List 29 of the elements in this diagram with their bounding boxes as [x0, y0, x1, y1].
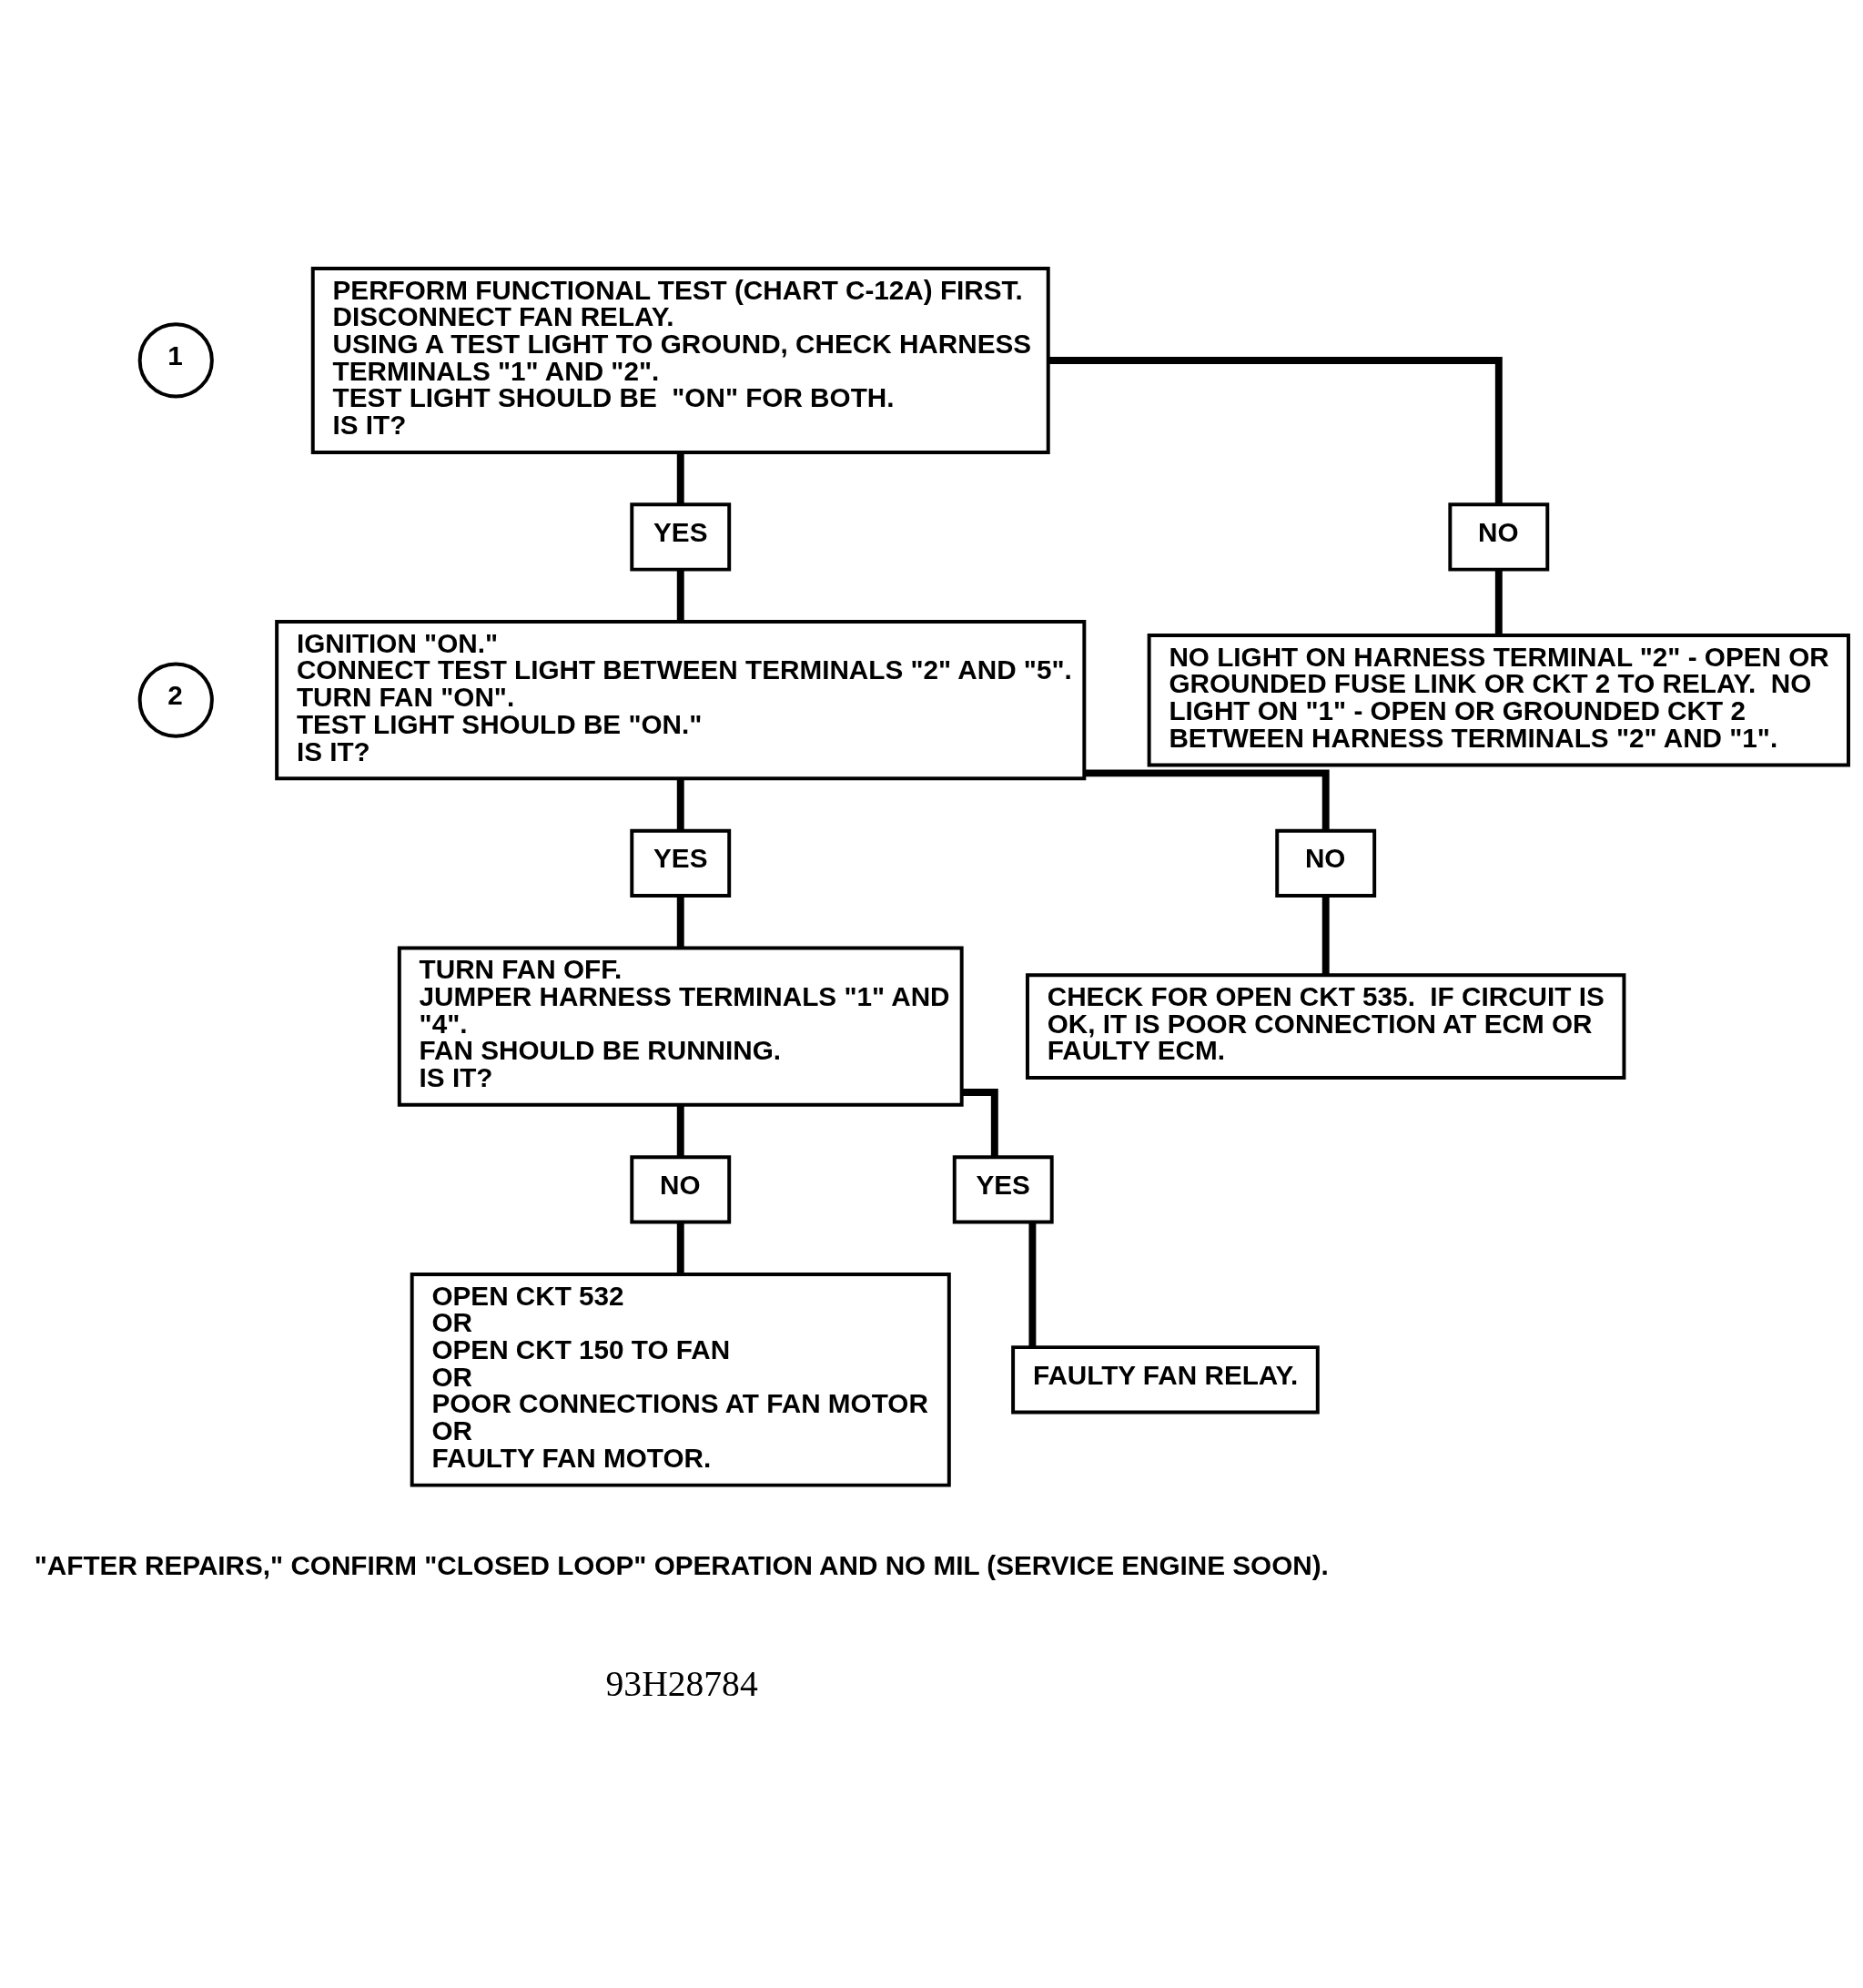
node-box: CHECK FOR OPEN CKT 535. IF CIRCUIT IS OK, IT IS POOR CONNECTION AT ECM OR FAULTY ECM. [1025, 973, 1626, 1080]
node-box: NO [1275, 828, 1377, 898]
node-box: PERFORM FUNCTIONAL TEST (CHART C-12A) FIRST. DISCONNECT FAN RELAY. USING A TEST LIGHT TO GROUND, CHECK HARNESS TERMINALS "1" AND "2". TEST LIGHT SHOULD BE "ON" FOR BOTH. IS IT? [310, 266, 1050, 454]
node-circle: 2 [137, 662, 214, 738]
node-box: YES [630, 502, 732, 572]
label: "AFTER REPAIRS," CONFIRM "CLOSED LOOP" OPERATION AND NO MIL (SERVICE ENGINE SOON). [34, 1549, 1329, 1580]
connector [1321, 896, 1330, 975]
connector [1048, 356, 1503, 504]
connector [676, 778, 684, 831]
node-box: NO [1448, 502, 1550, 572]
node-box: NO LIGHT ON HARNESS TERMINAL "2" - OPEN OR GROUNDED FUSE LINK OR CKT 2 TO RELAY. NO LIGHT ON "1" - OPEN OR GROUNDED CKT 2 BETWEEN HARNESS TERMINALS "2" AND "1". [1147, 633, 1850, 767]
label: 93H28784 [605, 1664, 758, 1705]
connector [962, 1088, 998, 1157]
node-box: OPEN CKT 532 OR OPEN CKT 150 TO FAN OR POOR CONNECTIONS AT FAN MOTOR OR FAULTY FAN MOTOR. [410, 1272, 951, 1487]
connector [676, 570, 684, 622]
connector [676, 1222, 684, 1274]
connector [1084, 769, 1330, 831]
node-box: YES [630, 828, 732, 898]
node-box: FAULTY FAN RELAY. [1011, 1345, 1320, 1415]
node-circle: 1 [137, 322, 214, 399]
node-box: YES [952, 1155, 1054, 1224]
connector [1028, 1222, 1037, 1347]
connector [1494, 570, 1503, 635]
node-box: IGNITION "ON." CONNECT TEST LIGHT BETWEEN TERMINALS "2" AND "5". TURN FAN "ON". TEST LIGHT SHOULD BE "ON." IS IT? [275, 620, 1087, 781]
connector [676, 451, 684, 504]
node-box: TURN FAN OFF. JUMPER HARNESS TERMINALS "1" AND "4". FAN SHOULD BE RUNNING. IS IT? [397, 946, 964, 1107]
node-box: NO [630, 1155, 732, 1224]
connector [676, 896, 684, 948]
connector [676, 1105, 684, 1157]
